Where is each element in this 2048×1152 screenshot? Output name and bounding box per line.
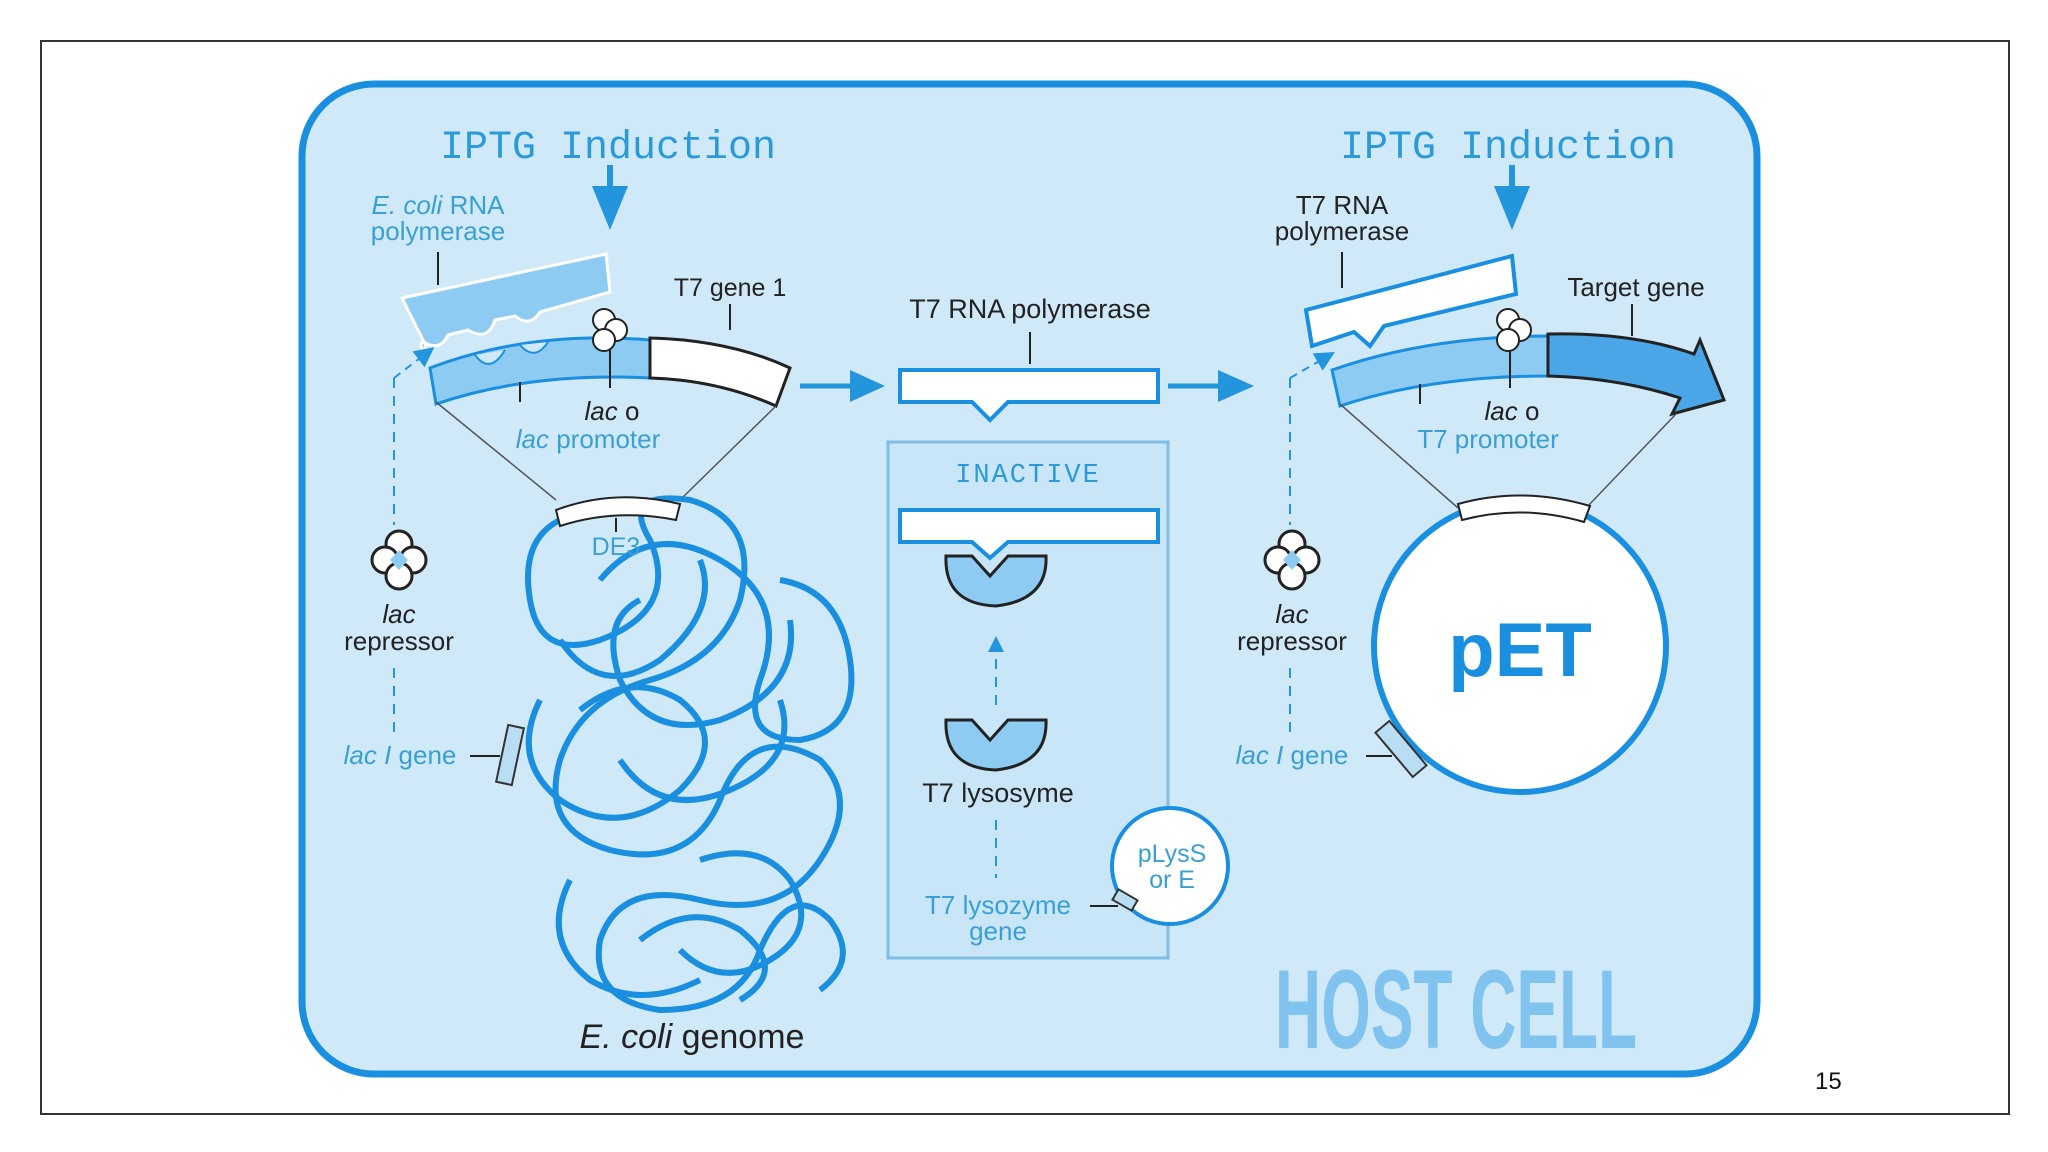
right-iptg-induction: IPTG Induction xyxy=(1340,126,1676,171)
left-lac-repressor-label-2: repressor xyxy=(344,626,454,656)
target-gene-label: Target gene xyxy=(1567,272,1704,302)
bound-lysozyme xyxy=(944,554,1048,608)
right-induction-arrow xyxy=(1494,186,1530,230)
right-t7-rnap-label: T7 RNA xyxy=(1296,190,1389,220)
right-t7-rnap-label-2: polymerase xyxy=(1275,216,1409,246)
inactive-polymerase xyxy=(898,508,1160,561)
free-lysozyme xyxy=(944,718,1048,772)
arrow-to-pet xyxy=(1218,370,1254,402)
de3-insert xyxy=(554,496,682,528)
left-rnap-label: E. coli RNA xyxy=(372,190,506,220)
left-iptg-induction: IPTG Induction xyxy=(440,126,776,171)
right-lac-repressor xyxy=(1263,529,1321,591)
t7-gene-1 xyxy=(648,336,792,409)
t7-rna-polymerase-label: T7 RNA polymerase xyxy=(909,294,1151,324)
pet-label: pET xyxy=(1448,608,1592,693)
right-lac-operator-label: lac o xyxy=(1485,396,1540,426)
t7-rna-polymerase xyxy=(898,368,1160,423)
page-number: 15 xyxy=(1815,1068,1842,1095)
plyss-plasmid xyxy=(1110,806,1230,926)
t7-gene-1-label: T7 gene 1 xyxy=(674,274,787,302)
left-laci-gene-label: lac I gene xyxy=(344,740,457,770)
t7-lysosyme-label: T7 lysosyme xyxy=(922,778,1074,808)
inactive-label: INACTIVE xyxy=(955,461,1101,491)
left-lac-repressor-label: lac xyxy=(382,599,415,629)
host-cell-label: HOST CELL xyxy=(1275,947,1637,1072)
left-rnap-label-2: polymerase xyxy=(371,216,505,246)
de3-label: DE3 xyxy=(592,533,641,561)
ecoli-genome xyxy=(525,495,855,1014)
ecoli-rna-polymerase xyxy=(399,252,612,356)
left-induction-arrow xyxy=(592,186,628,230)
right-laci-gene-segment xyxy=(1374,719,1428,779)
t7-lysozyme-gene-label-2: gene xyxy=(969,916,1027,946)
left-laci-gene-segment xyxy=(494,723,526,787)
right-t7-rna-polymerase xyxy=(1303,253,1519,349)
right-lac-repressor-label-2: repressor xyxy=(1237,626,1347,656)
t7-promoter-label: T7 promoter xyxy=(1417,424,1559,454)
right-laci-gene-label: lac I gene xyxy=(1236,740,1349,770)
arrow-to-polymerase xyxy=(850,370,885,402)
ecoli-genome-label: E. coli genome xyxy=(580,1018,805,1056)
left-lac-repressor xyxy=(370,529,428,591)
pet-insert xyxy=(1456,494,1592,524)
plyss-label: pLysS xyxy=(1138,840,1207,868)
t7-lysozyme-gene-label: T7 lysozyme xyxy=(925,890,1071,920)
target-gene xyxy=(1546,332,1727,417)
right-lac-repressor-label: lac xyxy=(1275,599,1308,629)
left-lac-promoter-label: lac promoter xyxy=(516,424,661,454)
left-lac-operator-label: lac o xyxy=(585,396,640,426)
plyss-label-2: or E xyxy=(1149,866,1195,894)
